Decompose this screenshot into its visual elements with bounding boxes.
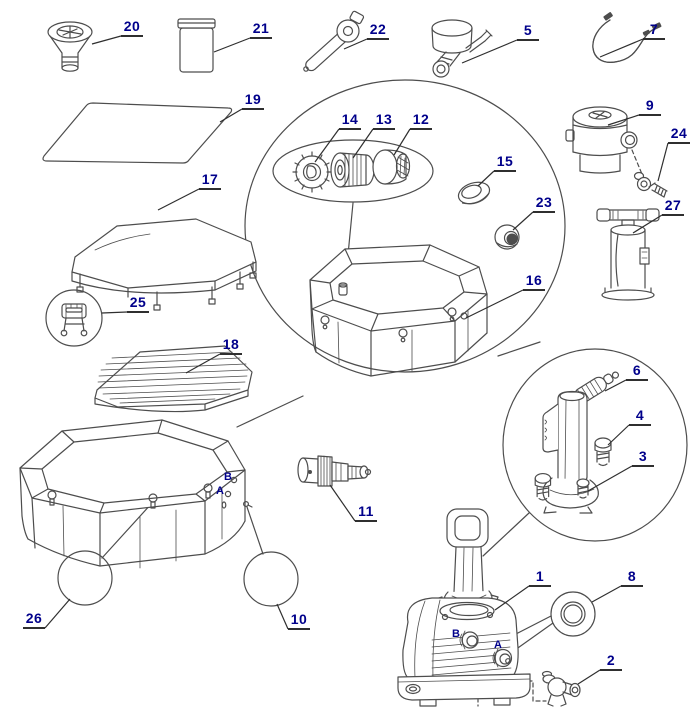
part-8-o-ring [550, 591, 596, 637]
part-3-filter-standpipe [542, 390, 599, 514]
leader-line [314, 128, 340, 163]
part-14-threaded-ring [292, 151, 332, 193]
leader-line [632, 214, 663, 234]
tub-port-a-label: A [216, 485, 224, 497]
leader-line [465, 289, 524, 319]
leader-line [393, 128, 411, 156]
tub16-ports [320, 282, 468, 343]
part-22-wrench [303, 10, 365, 72]
callout-9-chemical-dispenser: 9 [645, 97, 655, 114]
callout-26-strap-clip: 26 [25, 610, 43, 627]
tub-ports-ab [221, 476, 253, 509]
leader-line [494, 585, 530, 611]
leader-line [604, 379, 627, 392]
leader-line [587, 465, 633, 492]
detail-circle-filter-group [244, 79, 566, 373]
leader-line [343, 38, 368, 50]
leader-line [577, 669, 601, 685]
tub-strap-fittings [47, 483, 213, 509]
callout-17-spa-cover: 17 [201, 171, 219, 188]
callout-23-round-cap: 23 [535, 194, 553, 211]
part-24-valve-fitting [633, 171, 668, 198]
leader-line [44, 598, 71, 629]
pump-port-a-label: A [494, 639, 502, 651]
callout-1-pump-unit: 1 [535, 568, 545, 585]
part-19-ground-cloth [42, 102, 233, 164]
part-5-pressure-valve [431, 19, 493, 78]
callout-3-filter-standpipe: 3 [638, 448, 648, 465]
part-13-filter-cartridge [330, 152, 375, 188]
part-4-screw-plug [594, 437, 612, 467]
leader-line [329, 484, 356, 522]
callout-14-threaded-ring: 14 [341, 111, 359, 128]
callout-19-ground-cloth: 19 [244, 91, 262, 108]
pump-port-b-label: B [452, 628, 460, 640]
part-4-screw-plug-second [534, 473, 552, 501]
leader-line [599, 38, 644, 58]
callout-5-pressure-valve: 5 [523, 22, 533, 39]
callout-8-o-ring: 8 [627, 568, 637, 585]
callout-22-wrench: 22 [369, 21, 387, 38]
detail-circle-valve-cap [243, 551, 299, 607]
tub-port-b-label: B [224, 471, 232, 483]
part-23-round-cap [494, 224, 520, 250]
part-12-filter-cap [372, 149, 411, 185]
callout-12-filter-cap: 12 [412, 111, 430, 128]
callout-4-screw-plug: 4 [635, 407, 645, 424]
callout-13-filter-cartridge: 13 [375, 111, 393, 128]
detail-circle-cover-buckle [45, 289, 103, 347]
callout-21-canister: 21 [252, 20, 270, 37]
leader-line [607, 424, 630, 446]
part-20-drain-strainer [47, 21, 93, 72]
callout-6-spring-valve: 6 [632, 362, 642, 379]
leader-line [276, 603, 289, 630]
detail-circle-standpipe-group [502, 348, 688, 542]
leader-line [477, 170, 495, 187]
leader-line [657, 142, 669, 182]
leader-line [101, 311, 128, 314]
leader-line [591, 585, 622, 603]
detail-ellipse-cartridge-group [272, 139, 434, 203]
leader-line [607, 114, 640, 126]
part-27-hand-pump [596, 208, 660, 301]
part-17-spa-cover [71, 218, 257, 311]
part-11-hose-adapter [297, 455, 372, 487]
main-spa-tub [19, 419, 253, 569]
part-2-drain-valve [541, 670, 581, 707]
pump-port-b [459, 630, 479, 650]
part-9-chemical-dispenser [565, 106, 638, 174]
part-18-insulating-mat [94, 345, 253, 413]
part-21-canister [177, 18, 216, 73]
leader-line [185, 353, 221, 374]
callout-25-cover-buckle: 25 [129, 294, 147, 311]
part-15-oval-plug [457, 181, 491, 205]
leader-line [91, 35, 122, 45]
detail-circle-strap-clip [57, 550, 113, 606]
leader-line [512, 211, 534, 231]
part-1-pump-unit [397, 597, 531, 707]
leader-line [461, 39, 518, 64]
part-16-spa-liner-tub [309, 244, 488, 377]
callout-27-hand-pump: 27 [664, 197, 682, 214]
leader-line [352, 128, 374, 159]
callout-10-valve-cap: 10 [290, 611, 308, 628]
callout-24-valve-fitting: 24 [670, 125, 688, 142]
pump-port-a [492, 648, 513, 668]
leader-line [219, 108, 243, 123]
callout-20-drain-strainer: 20 [123, 18, 141, 35]
callout-18-insulating-mat: 18 [222, 336, 240, 353]
callout-11-hose-adapter: 11 [358, 503, 374, 520]
callout-7-hose: 7 [649, 21, 659, 38]
callout-16-spa-liner-tub: 16 [525, 272, 543, 289]
callout-15-oval-plug: 15 [496, 153, 514, 170]
callout-2-drain-valve: 2 [606, 652, 616, 669]
leader-line [157, 188, 200, 211]
leader-line [213, 37, 251, 53]
cover-straps [76, 261, 257, 311]
part-25-cover-buckle [60, 303, 88, 337]
